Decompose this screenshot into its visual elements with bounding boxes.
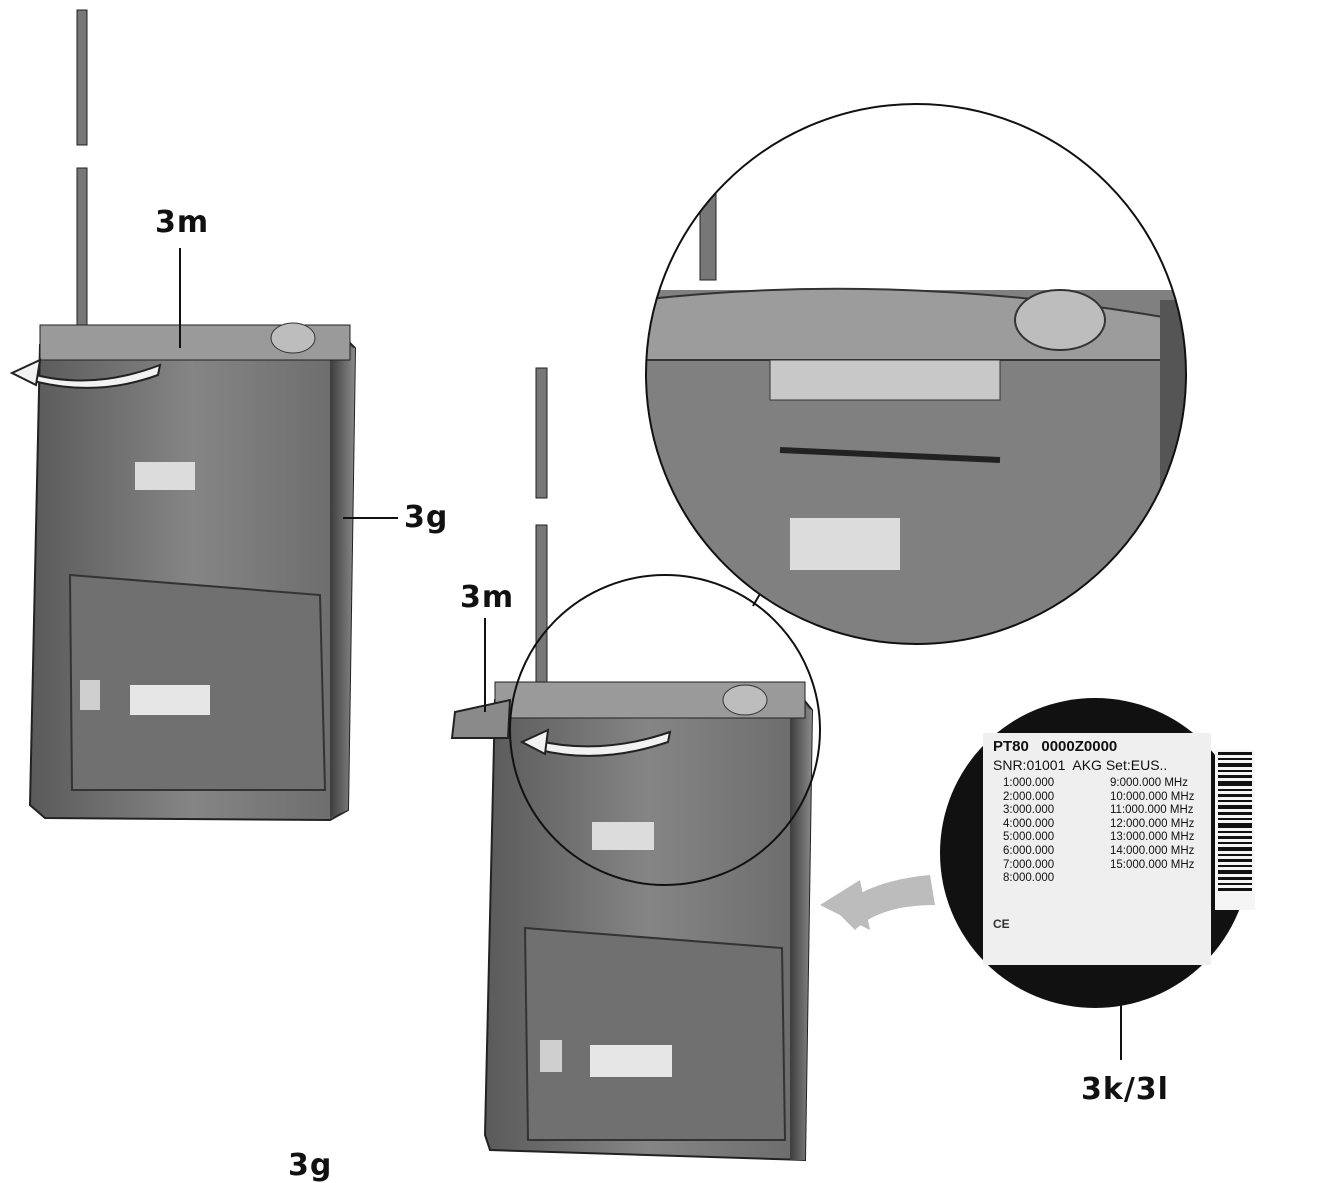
left-knob <box>270 322 316 354</box>
detail-highlight-circle <box>509 574 821 886</box>
right-antenna-lower <box>535 524 548 691</box>
channel-freq: 11:000.000 MHz <box>1110 804 1194 817</box>
channel-freq: 10:000.000 MHz <box>1110 790 1195 803</box>
channel-freq: 14:000.000 MHz <box>1110 844 1195 857</box>
left-rotation-arrow <box>22 363 162 389</box>
barcode <box>1218 752 1252 891</box>
barcode-bar <box>1218 789 1252 791</box>
label-channels-left: 1:000.000 2:000.000 3:000.000 4:000.000 … <box>1003 777 1054 886</box>
barcode-bar <box>1218 865 1252 867</box>
callout-3k3l: 3k/3l <box>1081 1072 1169 1107</box>
barcode-bar <box>1218 877 1252 880</box>
magnified-view <box>645 103 1187 645</box>
channel-freq: 4:000.000 <box>1003 817 1055 830</box>
label-channels-right: 9:000.000 MHz 10:000.000 MHz 11:000.000 … <box>1110 777 1194 872</box>
callout-right-3m: 3m <box>460 580 515 615</box>
left-battery-lid <box>68 573 327 791</box>
insert-arrow-head <box>820 880 870 930</box>
left-antenna-upper <box>76 9 88 146</box>
channel-freq: 6:000.000 <box>1003 844 1055 857</box>
channel-freq: 5:000.000 <box>1003 831 1055 844</box>
ce-mark: CE <box>993 917 1010 931</box>
barcode-bar <box>1218 758 1252 760</box>
barcode-bar <box>1218 836 1252 839</box>
barcode-bar <box>1218 888 1252 891</box>
right-logo <box>592 822 654 850</box>
barcode-bar <box>1218 805 1252 809</box>
label-plate: PT80 0000Z0000 SNR:01001 AKG Set:EUS.. 1… <box>983 733 1211 965</box>
barcode-bar <box>1218 794 1252 797</box>
barcode-bar <box>1218 870 1252 874</box>
right-arrow-head <box>519 728 550 756</box>
left-model-badge <box>130 685 210 715</box>
channel-freq: 15:000.000 MHz <box>1110 858 1195 871</box>
right-model-badge <box>590 1045 672 1077</box>
barcode-bar <box>1218 781 1252 786</box>
channel-freq: 1:000.000 <box>1003 777 1055 789</box>
barcode-bar <box>1218 831 1252 833</box>
callout-bottom-3g: 3g <box>288 1148 333 1183</box>
barcode-bar <box>1218 800 1252 802</box>
barcode-bar <box>1218 854 1252 856</box>
barcode-bar <box>1218 775 1252 778</box>
barcode-bar <box>1218 883 1252 885</box>
channel-freq: 8:000.000 <box>1003 872 1055 885</box>
channel-freq: 7:000.000 <box>1003 858 1055 871</box>
label-model-line: PT80 0000Z0000 <box>993 738 1118 755</box>
barcode-bar <box>1218 823 1252 828</box>
barcode-bar <box>1218 752 1252 755</box>
barcode-bar <box>1218 859 1252 862</box>
callout-left-3g: 3g <box>404 500 449 535</box>
callout-left-3m: 3m <box>155 205 210 240</box>
barcode-bar <box>1218 842 1252 844</box>
left-side-edge <box>330 345 355 818</box>
right-rotation-arrow <box>533 730 672 757</box>
right-led-strip <box>540 1040 562 1072</box>
barcode-bar <box>1218 818 1252 820</box>
left-antenna-lower <box>76 167 88 329</box>
magnified-knob <box>1014 289 1106 351</box>
label-serial-line: SNR:01001 AKG Set:EUS.. <box>993 757 1168 773</box>
barcode-bg <box>1215 750 1255 910</box>
left-led-strip <box>80 680 100 710</box>
barcode-bar <box>1218 847 1252 851</box>
barcode-bar <box>1218 770 1252 772</box>
magnified-logo <box>790 518 900 570</box>
right-battery-lid <box>523 926 787 1141</box>
channel-freq: 12:000.000 MHz <box>1110 817 1195 830</box>
channel-freq: 2:000.000 <box>1003 790 1055 803</box>
left-arrow-head <box>9 358 42 387</box>
channel-freq: 13:000.000 MHz <box>1110 831 1195 844</box>
right-cover-flap <box>450 698 512 739</box>
right-antenna-upper <box>535 367 548 499</box>
channel-freq: 9:000.000 MHz <box>1110 777 1188 789</box>
barcode-bar <box>1218 812 1252 815</box>
barcode-bar <box>1218 763 1252 767</box>
left-logo <box>135 462 195 490</box>
channel-freq: 3:000.000 <box>1003 804 1055 817</box>
right-transmitter <box>450 367 814 1162</box>
left-transmitter <box>9 9 357 822</box>
right-knob <box>722 684 768 716</box>
